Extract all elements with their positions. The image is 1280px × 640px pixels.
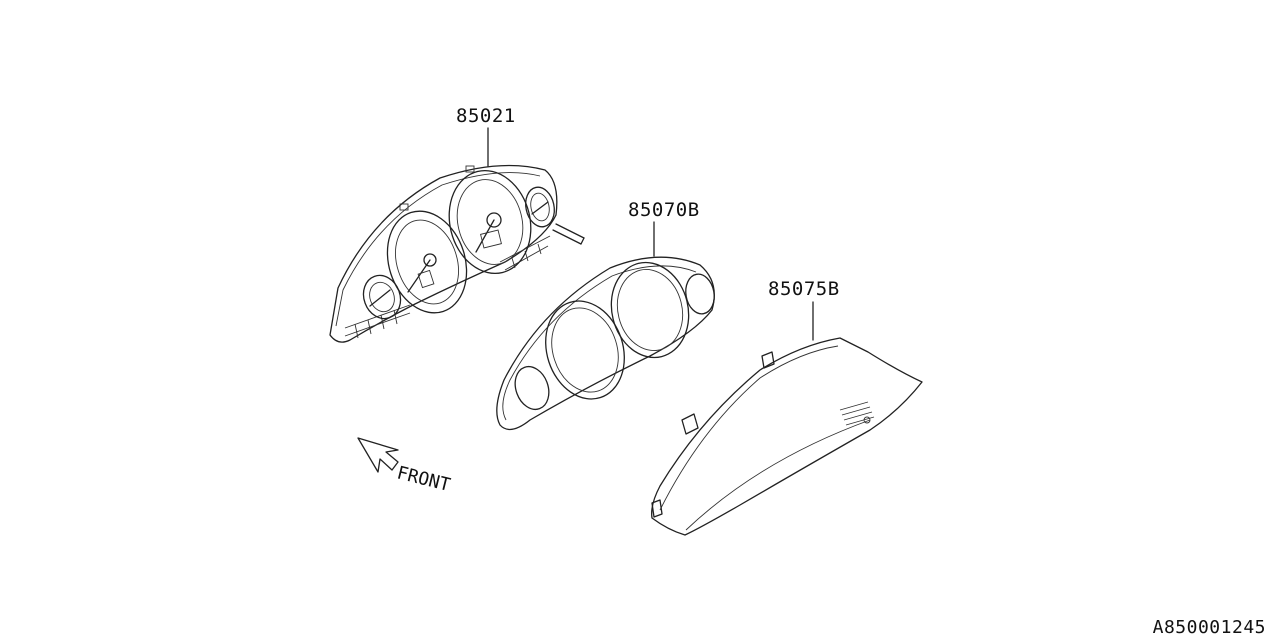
meter-cover-85075b: 85075B	[651, 278, 923, 536]
combination-meter-assembly: 85021	[329, 105, 585, 343]
front-label: FRONT	[395, 462, 453, 496]
meter-ring-85070b: 85070B	[496, 199, 715, 431]
part-label-85075B: 85075B	[768, 278, 840, 300]
diagram-id: A850001245	[1152, 617, 1266, 638]
part-label-85021: 85021	[456, 105, 516, 127]
part-label-85070B: 85070B	[628, 199, 700, 221]
front-direction-indicator: FRONT	[357, 437, 453, 496]
front-arrow-icon	[357, 437, 399, 473]
